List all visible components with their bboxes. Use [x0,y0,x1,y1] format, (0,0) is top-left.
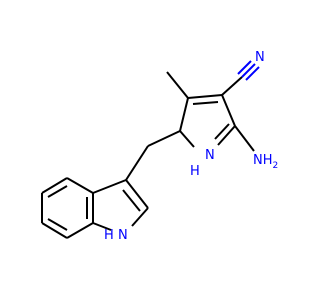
methylene-bond-1 [125,145,149,181]
indole-benzene-ring [41,177,94,239]
pyrrole-h-label: H [190,164,200,179]
pyrrole-ring [179,94,236,148]
molecule-structure: N NH2 N H N H [41,50,278,243]
nitrile-n-label: N [255,50,265,65]
indole-pyrrole-ring [92,179,149,231]
indole-h-label: H [104,228,114,243]
methylene-bond-2 [147,130,181,147]
amine-bond [234,125,255,152]
nitrile-bond-3 [245,66,260,81]
amine-label: NH2 [253,153,278,171]
nitrile-bond-4 [237,60,252,75]
indole-n-label: N [118,228,128,243]
nitrile-bond-2 [241,63,256,78]
pyrrole-n-label: N [205,148,215,163]
nitrile-bond-1 [221,76,243,96]
methyl-bond [166,71,189,99]
